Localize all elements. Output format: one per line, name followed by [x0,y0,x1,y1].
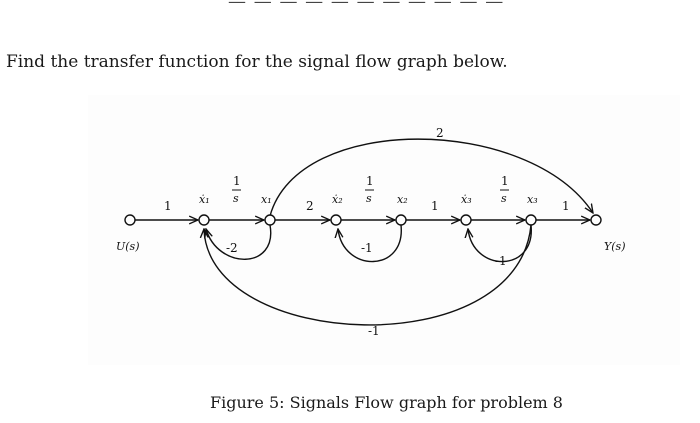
node-x1dot [198,214,210,226]
branch-feedback-x2 [338,224,402,263]
gain-x1-to-x2dot: 2 [306,199,314,213]
node-x1 [264,214,276,226]
figure-caption: Figure 5: Signals Flow graph for problem… [210,393,563,412]
integrator-2-num: 1 [366,174,374,188]
question-text: Find the transfer function for the signa… [6,52,508,72]
label-x2: x₂ [397,193,408,206]
node-x2 [395,214,407,226]
signal-flow-graph: 1 1 s 2 1 s 1 1 s 1 2 -2 -1 -1 -1 ẋ₁ x₁ … [116,126,626,338]
node-x3 [525,214,537,226]
gain-feedforward-top: 2 [436,126,444,140]
gain-feedback-outer: -1 [368,324,380,338]
label-x1: x₁ [261,193,272,206]
label-x2dot: ẋ₂ [332,193,343,206]
gain-feedback-x3: -1 [495,254,507,268]
node-output [590,214,602,226]
branch-feedback-outer [204,224,532,326]
gain-feedback-x2: -1 [361,241,373,255]
cut-off-header-text: — — — — — — — — — — — — [228,0,518,5]
signal-flow-graph-figure: 1 1 s 2 1 s 1 1 s 1 2 -2 -1 -1 -1 ẋ₁ x₁ … [88,95,680,365]
branch-feedback-x3 [468,224,532,263]
node-x3dot [460,214,472,226]
branch-feedforward-top [269,138,593,217]
node-x2dot [330,214,342,226]
gain-u-to-x1dot: 1 [164,199,172,213]
gain-feedback-x1: -2 [226,241,238,255]
gain-x3-to-y: 1 [562,199,570,213]
integrator-3-num: 1 [501,174,509,188]
output-label: Y(s) [604,240,626,253]
integrator-1-num: 1 [233,174,241,188]
branch-feedback-x1 [206,224,272,260]
label-x3: x₃ [527,193,538,206]
label-x3dot: ẋ₃ [461,193,472,206]
integrator-3-den: s [501,192,507,205]
integrator-2-den: s [366,192,372,205]
gain-x2-to-x3dot: 1 [431,199,439,213]
node-input [124,214,136,226]
label-x1dot: ẋ₁ [199,193,210,206]
input-label: U(s) [116,240,140,253]
integrator-1-den: s [233,192,239,205]
